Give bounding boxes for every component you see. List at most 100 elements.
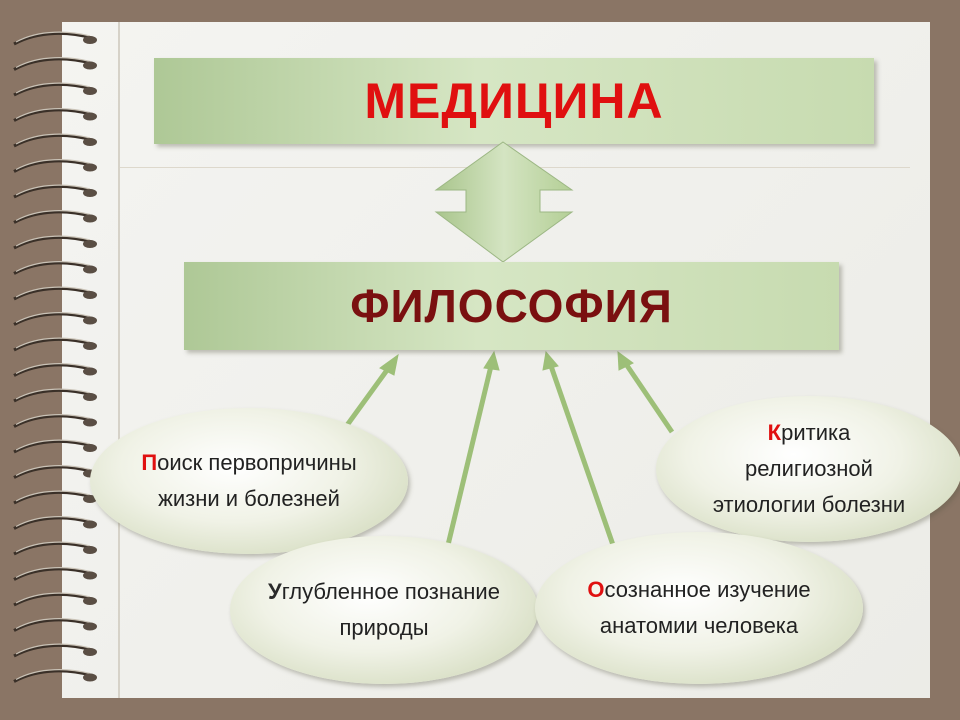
spiral-hole	[83, 546, 97, 554]
node-line: Поиск первопричины	[141, 445, 356, 481]
spiral-hole	[83, 597, 97, 605]
spiral-ring-highlight	[15, 388, 91, 400]
spiral-hole	[83, 520, 97, 529]
node-nature-knowledge: Углубленное познание природы	[230, 536, 538, 684]
spiral-hole	[83, 265, 97, 274]
spiral-hole	[83, 138, 97, 146]
node-search-causes: Поиск первопричины жизни и болезней	[90, 408, 408, 554]
spiral-ring	[13, 490, 93, 505]
spiral-ring-highlight	[15, 363, 91, 375]
spiral-ring-highlight	[15, 57, 91, 69]
node-text: ритика	[781, 420, 851, 445]
medicine-label: МЕДИЦИНА	[364, 73, 664, 129]
spiral-hole	[83, 112, 97, 121]
spiral-hole	[83, 291, 97, 299]
spiral-ring	[13, 414, 93, 428]
notebook-ruled-line	[120, 167, 910, 168]
spiral-ring	[13, 184, 93, 199]
spiral-ring-highlight	[15, 108, 91, 120]
spiral-hole	[83, 648, 97, 656]
spiral-ring	[13, 57, 93, 71]
spiral-ring-highlight	[15, 235, 91, 247]
node-religion-critique: Критика религиозной этиологии болезни	[656, 396, 960, 542]
spiral-ring	[13, 388, 93, 403]
spiral-ring-highlight	[15, 490, 91, 502]
spiral-hole	[83, 571, 97, 580]
node-line: Критика	[768, 415, 851, 451]
spiral-ring-highlight	[15, 643, 91, 655]
spiral-hole	[83, 622, 97, 631]
spiral-ring	[13, 159, 93, 173]
spiral-hole	[83, 36, 97, 44]
spiral-hole	[83, 444, 97, 452]
spiral-ring-highlight	[15, 465, 91, 477]
node-initial: О	[587, 577, 605, 602]
node-line: Углубленное познание	[268, 574, 500, 610]
spiral-ring-highlight	[15, 133, 91, 145]
node-initial: П	[141, 450, 158, 475]
spiral-ring	[13, 669, 93, 683]
spiral-hole	[83, 342, 97, 350]
node-line: анатомии человека	[599, 613, 799, 638]
spiral-hole	[83, 393, 97, 401]
philosophy-label: ФИЛОСОФИЯ	[350, 280, 673, 332]
spiral-ring-highlight	[15, 337, 91, 349]
spiral-binding	[13, 31, 97, 683]
spiral-ring	[13, 465, 93, 479]
spiral-hole	[83, 189, 97, 197]
spiral-ring-highlight	[15, 439, 91, 451]
spiral-ring	[13, 592, 93, 607]
node-text: оиск первопричины	[157, 450, 357, 475]
spiral-hole	[83, 214, 97, 223]
spiral-ring	[13, 82, 93, 97]
spiral-ring-highlight	[15, 567, 91, 579]
spiral-ring-highlight	[15, 618, 91, 630]
spiral-ring	[13, 210, 93, 224]
node-anatomy-study: Осознанное изучение анатомии человека	[535, 532, 863, 684]
spiral-ring	[13, 235, 93, 250]
spiral-ring	[13, 516, 93, 530]
spiral-ring	[13, 439, 93, 454]
spiral-ring-highlight	[15, 210, 91, 222]
spiral-ring-highlight	[15, 592, 91, 604]
spiral-ring	[13, 567, 93, 581]
philosophy-box: ФИЛОСОФИЯ	[184, 262, 839, 350]
node-text: глубленное познание	[281, 579, 500, 604]
spiral-ring	[13, 31, 93, 46]
node-line: природы	[339, 615, 429, 640]
node-line: религиозной	[745, 456, 873, 481]
spiral-ring-highlight	[15, 159, 91, 171]
spiral-hole	[83, 240, 97, 248]
node-line: этиологии болезни	[712, 492, 906, 517]
spiral-hole	[83, 61, 97, 70]
spiral-ring-highlight	[15, 414, 91, 426]
spiral-ring	[13, 643, 93, 658]
spiral-ring	[13, 363, 93, 377]
spiral-hole	[83, 316, 97, 325]
spiral-ring-highlight	[15, 669, 91, 681]
node-initial: К	[767, 420, 782, 445]
node-initial: У	[268, 579, 282, 604]
spiral-hole	[83, 163, 97, 172]
spiral-ring	[13, 337, 93, 352]
spiral-hole	[83, 87, 97, 95]
spiral-hole	[83, 673, 97, 682]
spiral-ring-highlight	[15, 82, 91, 94]
spiral-ring	[13, 133, 93, 148]
spiral-ring-highlight	[15, 312, 91, 324]
spiral-ring-highlight	[15, 261, 91, 273]
spiral-ring	[13, 618, 93, 632]
notebook-margin-line	[118, 22, 120, 698]
spiral-ring-highlight	[15, 184, 91, 196]
spiral-ring	[13, 261, 93, 275]
spiral-ring-highlight	[15, 286, 91, 298]
spiral-ring	[13, 108, 93, 122]
spiral-ring	[13, 286, 93, 301]
spiral-ring-highlight	[15, 541, 91, 553]
node-text: сознанное изучение	[604, 577, 811, 602]
spiral-ring	[13, 312, 93, 326]
node-line: Осознанное изучение	[587, 572, 810, 608]
spiral-hole	[83, 418, 97, 427]
medicine-box: МЕДИЦИНА	[154, 58, 874, 144]
spiral-ring-highlight	[15, 31, 91, 43]
